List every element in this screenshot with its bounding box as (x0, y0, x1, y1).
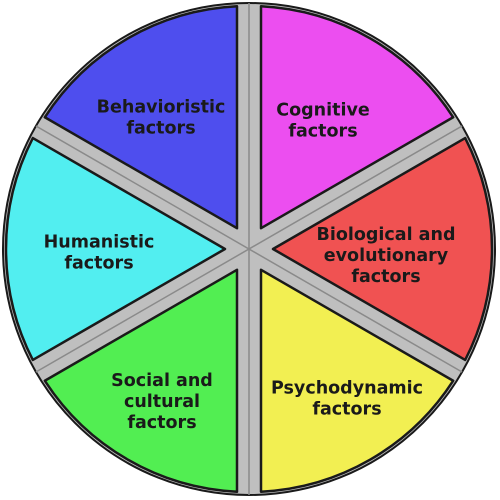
segment-biological (271, 136, 494, 362)
label-line: factors (64, 254, 133, 274)
label-line: factors (288, 122, 357, 142)
label-line: Biological and (317, 225, 456, 245)
label-line: Behavioristic (97, 98, 226, 118)
label-line: Social and (111, 371, 213, 391)
segment-psychodynamic (259, 268, 455, 493)
label-line: evolutionary (324, 246, 449, 266)
label-line: cultural (124, 392, 200, 412)
label-line: factors (126, 119, 195, 139)
spoke-line-3 (35, 125, 463, 373)
segment-humanistic (4, 136, 227, 362)
label-line: factors (127, 413, 196, 433)
segment-social (43, 268, 239, 493)
label-line: Cognitive (276, 101, 370, 121)
label-line: factors (351, 267, 420, 287)
label-line: Psychodynamic (271, 379, 423, 399)
label-line: factors (312, 400, 381, 420)
segment-cognitive (259, 5, 455, 230)
label-line: Humanistic (44, 233, 155, 253)
segment-behavioristic (43, 5, 239, 230)
spokes (35, 3, 463, 495)
